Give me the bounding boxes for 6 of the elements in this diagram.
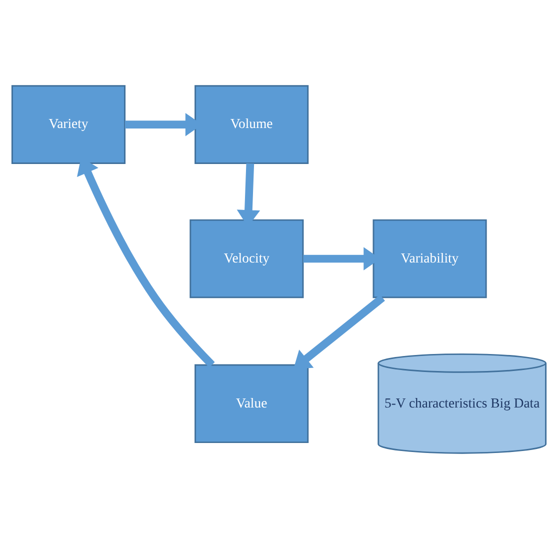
node-box: Volume [194,85,309,164]
node-box: Variety [11,85,126,164]
node-box: Variability [372,219,487,298]
node-box: Value [194,364,309,444]
node-box: Velocity [190,219,304,298]
arrow [293,294,385,370]
